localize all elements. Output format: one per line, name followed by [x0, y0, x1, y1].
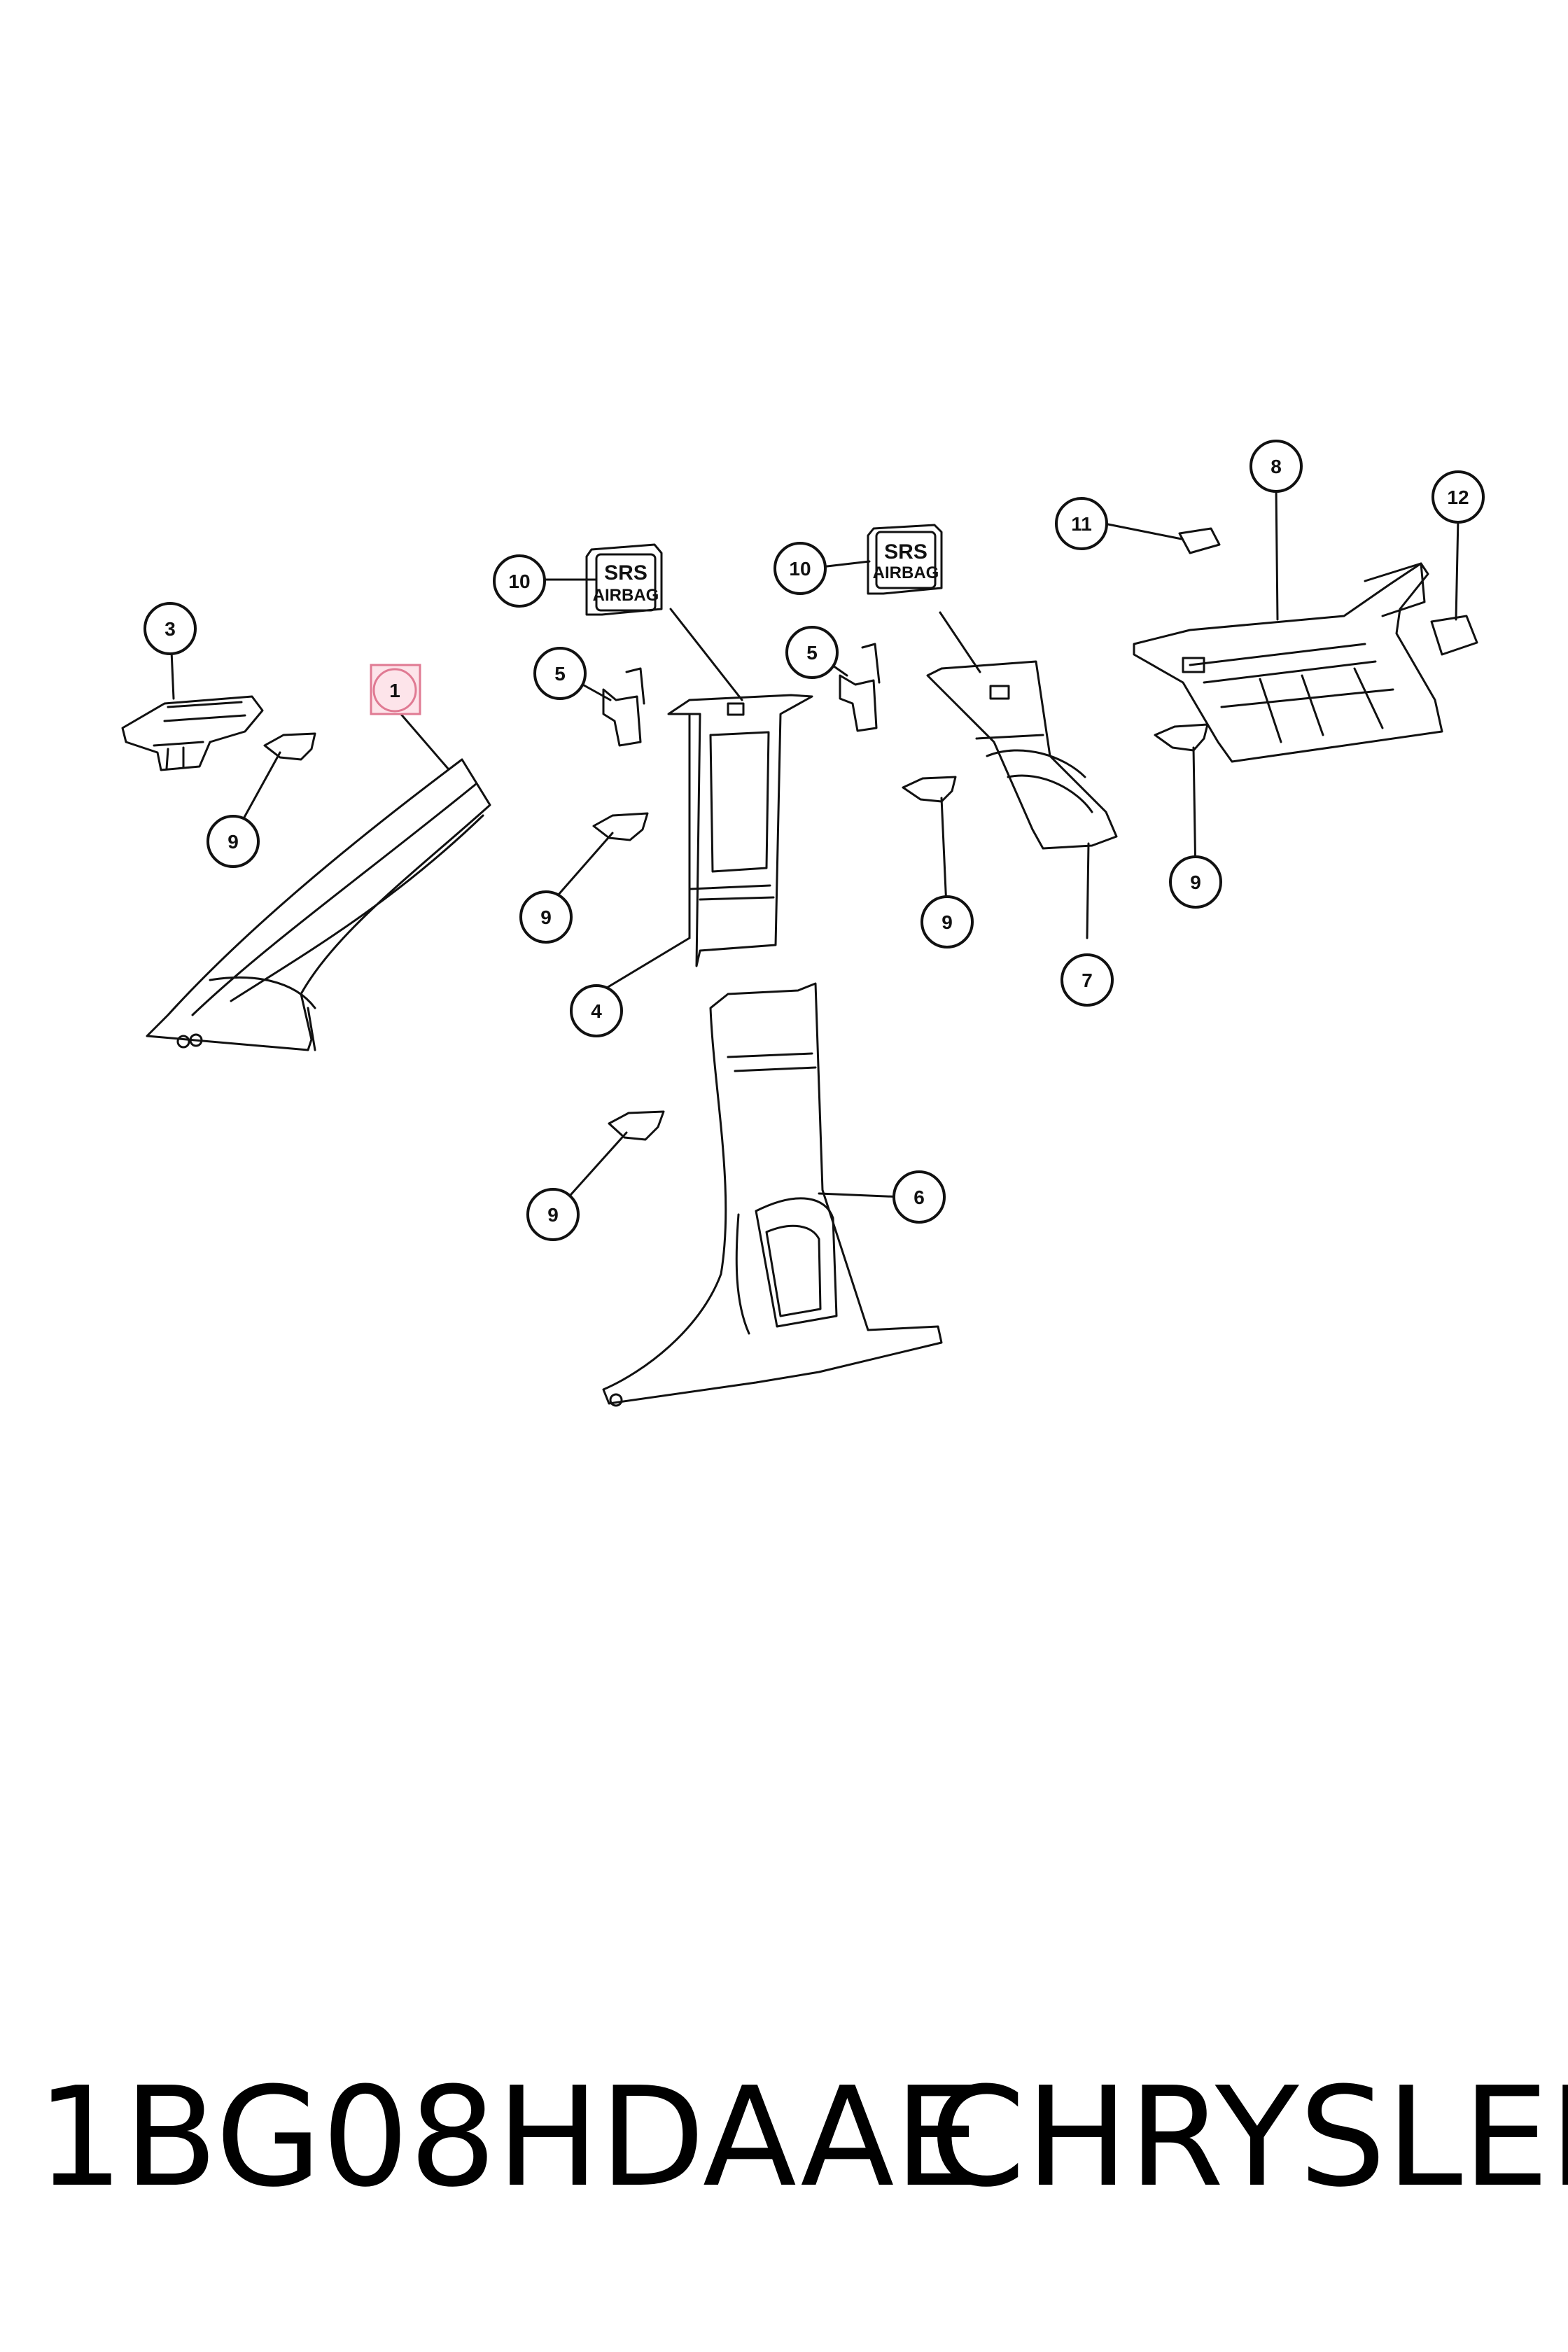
part-clip-right: [839, 643, 881, 732]
callout-12[interactable]: 12: [1432, 470, 1485, 524]
badge-text-left: SRS AIRBAG: [593, 561, 659, 605]
callout-6-label: 6: [913, 1186, 925, 1208]
part-bracket: [121, 695, 264, 771]
callout-5-left-label: 5: [554, 663, 566, 685]
callout-11-label: 11: [1071, 513, 1092, 535]
part-b-pillar-upper-trim: [667, 694, 813, 967]
badge-srs-label: SRS: [884, 540, 927, 564]
part-clip-left: [602, 667, 645, 747]
callout-9-3[interactable]: 9: [920, 895, 974, 948]
part-number: 1BG08HDAAE: [36, 2058, 981, 2218]
part-retainer-4: [1154, 723, 1209, 752]
callout-9-1[interactable]: 9: [206, 815, 260, 868]
part-a-pillar-trim: [146, 758, 491, 1051]
callout-7-label: 7: [1082, 969, 1093, 991]
part-retainer-2: [592, 812, 649, 841]
callout-9-5-label: 9: [547, 1204, 559, 1226]
callout-9-4[interactable]: 9: [1169, 855, 1222, 909]
callout-9-1-label: 9: [227, 831, 239, 853]
callout-3-label: 3: [164, 618, 176, 640]
callout-5-right[interactable]: 5: [785, 626, 839, 679]
callout-12-label: 12: [1447, 486, 1469, 508]
callout-7[interactable]: 7: [1060, 953, 1114, 1007]
part-srs-airbag-badge-left: [585, 543, 663, 616]
callout-9-2[interactable]: 9: [519, 890, 573, 944]
part-retainer-5: [608, 1110, 665, 1141]
part-quarter-trim-panel: [1133, 562, 1443, 763]
callout-6[interactable]: 6: [892, 1170, 946, 1224]
callout-10-right[interactable]: 10: [774, 542, 827, 595]
callout-5-left[interactable]: 5: [533, 647, 587, 700]
callout-11[interactable]: 11: [1055, 497, 1108, 550]
callout-1[interactable]: 1: [370, 664, 421, 715]
callout-9-2-label: 9: [540, 906, 552, 928]
callout-9-3-label: 9: [941, 911, 953, 933]
callouts: 1 3 4 5 5 6 7 8: [144, 440, 1485, 1241]
callout-10-left-label: 10: [508, 570, 530, 592]
badge-text-right: SRS AIRBAG: [873, 540, 939, 582]
part-b-pillar-lower-trim: [602, 982, 943, 1407]
callout-10-left[interactable]: 10: [493, 554, 546, 608]
part-srs-airbag-badge-right: [867, 524, 943, 595]
part-retainer-1: [263, 732, 316, 761]
callout-8[interactable]: 8: [1250, 440, 1303, 493]
part-c-pillar-upper-trim: [926, 660, 1118, 850]
callout-9-4-label: 9: [1190, 872, 1201, 893]
callout-5-right-label: 5: [806, 642, 818, 664]
part-retainer-3: [902, 776, 957, 803]
callout-9-5[interactable]: 9: [526, 1188, 580, 1241]
callout-4-label: 4: [591, 1000, 602, 1022]
manufacturer-name: CHRYSLER: [930, 2058, 1568, 2218]
callout-8-label: 8: [1270, 456, 1282, 477]
callout-10-right-label: 10: [789, 558, 811, 580]
callout-4[interactable]: 4: [570, 984, 623, 1037]
callout-3[interactable]: 3: [144, 602, 197, 655]
part-cover-12: [1430, 615, 1478, 656]
badge-airbag-label: AIRBAG: [593, 586, 659, 605]
footer-caption: 1BG08HDAAE CHRYSLER: [0, 2058, 1568, 2219]
part-plug-11: [1178, 527, 1221, 554]
callout-1-label: 1: [389, 680, 400, 701]
badge-airbag-label: AIRBAG: [873, 564, 939, 582]
badge-srs-label: SRS: [604, 561, 648, 584]
